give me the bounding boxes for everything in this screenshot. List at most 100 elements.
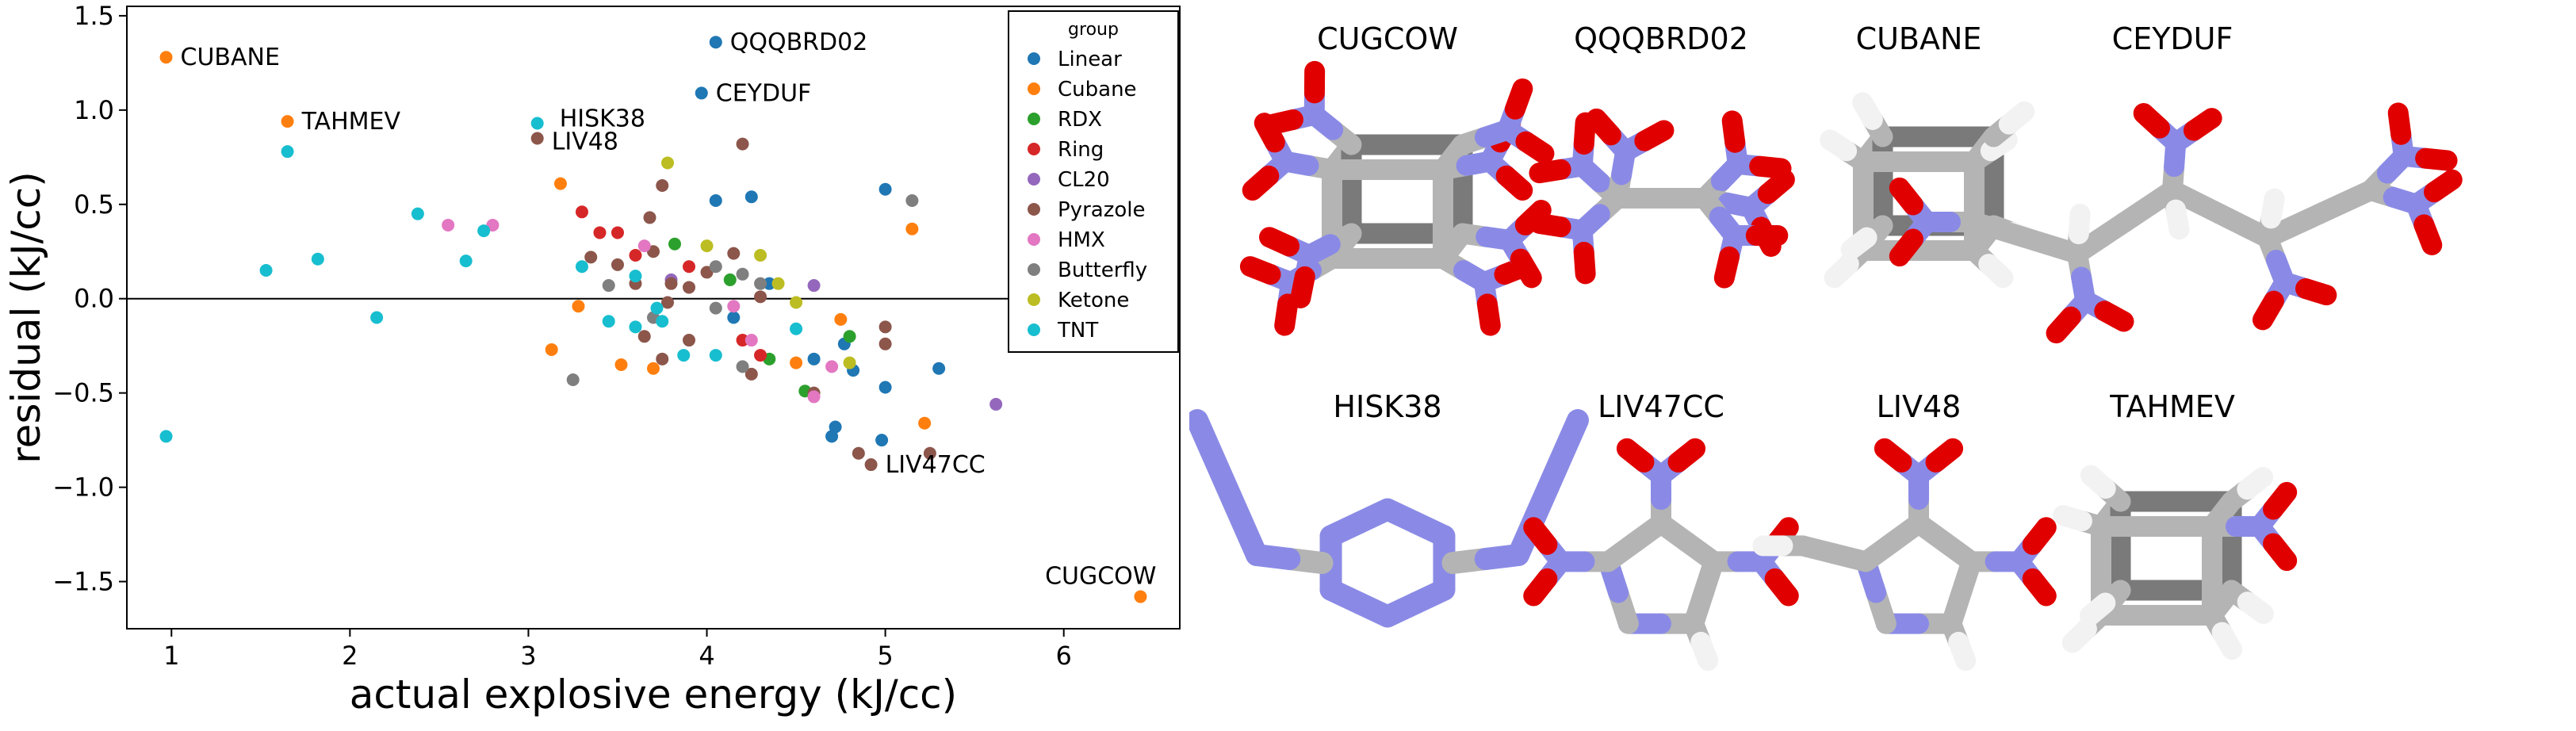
y-tick-label: −1.5: [52, 567, 114, 597]
data-point: [614, 358, 628, 371]
legend-label: Butterfly: [1058, 258, 1147, 282]
x-tick-label: 5: [877, 641, 893, 671]
bond: [1820, 129, 1858, 162]
data-point: [790, 296, 803, 309]
data-point: [602, 279, 615, 293]
data-point: [661, 156, 675, 170]
molecule-panel: QQQBRD02: [1529, 21, 1795, 289]
bond: [1749, 155, 1792, 179]
bond: [2165, 199, 2190, 240]
legend-label: Cubane: [1058, 78, 1137, 101]
bond: [2237, 466, 2274, 500]
bond: [1764, 568, 1799, 607]
data-point: [709, 349, 722, 362]
bond: [1721, 110, 1746, 153]
data-point: [650, 301, 664, 315]
bond: [2022, 568, 2057, 607]
point-annotation: LIV47CC: [886, 451, 986, 479]
data-point: [878, 182, 892, 196]
data-point: [664, 277, 678, 290]
bond: [2295, 278, 2337, 306]
bond: [1852, 92, 1883, 130]
y-tick-label: −1.0: [52, 473, 114, 503]
data-point: [572, 300, 585, 313]
bond: [1889, 228, 1923, 267]
molecule-title: LIV48: [1877, 389, 1962, 424]
data-point: [553, 177, 567, 190]
bond: [1510, 248, 1542, 289]
data-point: [852, 446, 865, 460]
point-annotation: TAHMEV: [301, 108, 401, 136]
data-point: [602, 315, 615, 328]
bond: [1667, 438, 1706, 473]
x-tick-label: 4: [699, 641, 714, 671]
data-point: [834, 312, 848, 326]
data-point: [661, 296, 675, 309]
bond: [1189, 409, 1238, 499]
point-annotation: CEYDUF: [716, 79, 812, 107]
data-point: [736, 334, 749, 347]
bond: [2260, 188, 2285, 229]
data-point: [905, 194, 919, 208]
data-point: [459, 255, 473, 268]
bond: [2094, 300, 2134, 332]
data-point: [709, 36, 722, 49]
bond: [2387, 102, 2412, 145]
legend-label: RDX: [1058, 108, 1102, 132]
legend-marker: [1028, 113, 1040, 125]
data-point: [668, 237, 682, 251]
x-tick-label: 2: [342, 641, 358, 671]
data-point: [754, 349, 767, 362]
bond: [1261, 109, 1303, 136]
data-point: [1134, 590, 1147, 603]
molecule-panel: HISK38: [1189, 389, 1589, 628]
data-point: [637, 239, 651, 253]
bond: [2263, 533, 2298, 572]
y-tick-label: 1.5: [74, 1, 114, 31]
data-point: [629, 270, 642, 283]
bond: [2413, 214, 2443, 255]
bond: [1690, 631, 1719, 672]
data-point: [442, 218, 455, 232]
bond: [1259, 227, 1300, 257]
data-point: [763, 277, 776, 290]
bond: [1616, 438, 1655, 473]
data-point: [566, 373, 580, 386]
y-axis: −1.5−1.0−0.50.00.51.01.5: [52, 1, 127, 597]
data-point: [736, 360, 749, 373]
point-annotation: QQQBRD02: [730, 29, 868, 56]
data-point: [575, 260, 588, 274]
data-point: [683, 260, 696, 274]
bond: [1634, 120, 1675, 151]
bond: [1290, 266, 1315, 308]
molecule-title: QQQBRD02: [1574, 21, 1748, 56]
data-point: [825, 430, 839, 443]
data-point: [683, 281, 696, 294]
bond: [2183, 108, 2222, 141]
point-annotation: HISK38: [560, 105, 645, 132]
data-point: [744, 334, 758, 347]
bond: [2061, 618, 2097, 653]
legend: group LinearCubaneRDXRingCL20PyrazoleHMX…: [1008, 10, 1179, 353]
legend-marker: [1028, 52, 1040, 65]
point-annotation: LIV48: [552, 128, 618, 156]
data-point: [656, 178, 669, 192]
data-point: [807, 390, 821, 404]
data-point: [545, 343, 558, 356]
data-point: [477, 224, 491, 238]
point-annotation: CUGCOW: [1045, 563, 1156, 591]
molecule-title: TAHMEV: [2109, 389, 2235, 424]
data-point: [159, 430, 173, 443]
data-point: [311, 252, 324, 266]
legend-marker: [1028, 233, 1040, 246]
data-point: [159, 51, 173, 64]
bond: [1515, 131, 1555, 164]
data-point: [656, 315, 669, 328]
data-point: [744, 367, 758, 381]
molecule-panel: CUGCOW: [1239, 21, 1555, 336]
data-point: [736, 137, 749, 151]
data-point: [790, 356, 803, 369]
bond: [1998, 101, 2035, 135]
